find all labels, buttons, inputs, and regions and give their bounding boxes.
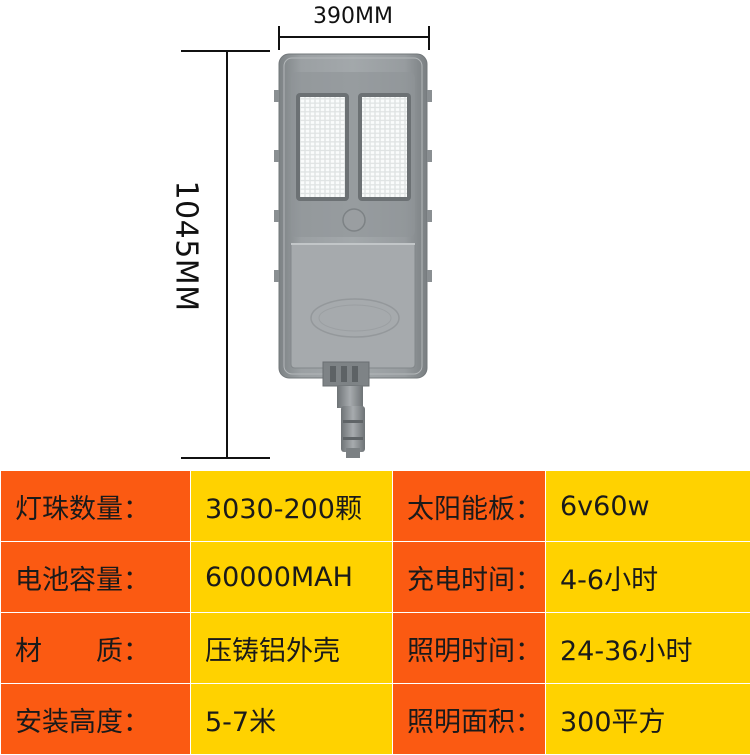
spec-label: 灯珠数量： <box>1 471 191 542</box>
spec-label: 照明面积： <box>393 684 546 755</box>
street-light-image <box>0 0 750 470</box>
spec-label: 安装高度： <box>1 684 191 755</box>
width-dimension <box>279 26 429 50</box>
product-figure: 390MM 1045MM <box>0 0 750 470</box>
height-dimension-label: 1045MM <box>169 180 204 311</box>
spec-row: 灯珠数量： 3030-200颗 太阳能板： 6v60w <box>1 471 750 542</box>
spec-table: 灯珠数量： 3030-200颗 太阳能板： 6v60w 电池容量： 60000M… <box>0 470 750 755</box>
spec-value: 3030-200颗 <box>191 471 393 542</box>
spec-value: 24-36小时 <box>546 613 750 684</box>
spec-label: 照明时间： <box>393 613 546 684</box>
spec-row: 电池容量： 60000MAH 充电时间： 4-6小时 <box>1 542 750 613</box>
spec-row: 材 质： 压铸铝外壳 照明时间： 24-36小时 <box>1 613 750 684</box>
led-module-left <box>296 93 349 201</box>
spec-value: 60000MAH <box>191 542 393 613</box>
spec-value: 压铸铝外壳 <box>191 613 393 684</box>
width-dimension-label: 390MM <box>275 4 431 29</box>
spec-label: 充电时间： <box>393 542 546 613</box>
spec-value: 6v60w <box>546 471 750 542</box>
spec-label: 太阳能板： <box>393 471 546 542</box>
spec-label: 电池容量： <box>1 542 191 613</box>
spec-row: 安装高度： 5-7米 照明面积： 300平方 <box>1 684 750 755</box>
mounting-arm <box>323 362 369 458</box>
spec-value: 4-6小时 <box>546 542 750 613</box>
led-module-right <box>358 93 411 201</box>
spec-label: 材 质： <box>1 613 191 684</box>
spec-value: 5-7米 <box>191 684 393 755</box>
spec-value: 300平方 <box>546 684 750 755</box>
